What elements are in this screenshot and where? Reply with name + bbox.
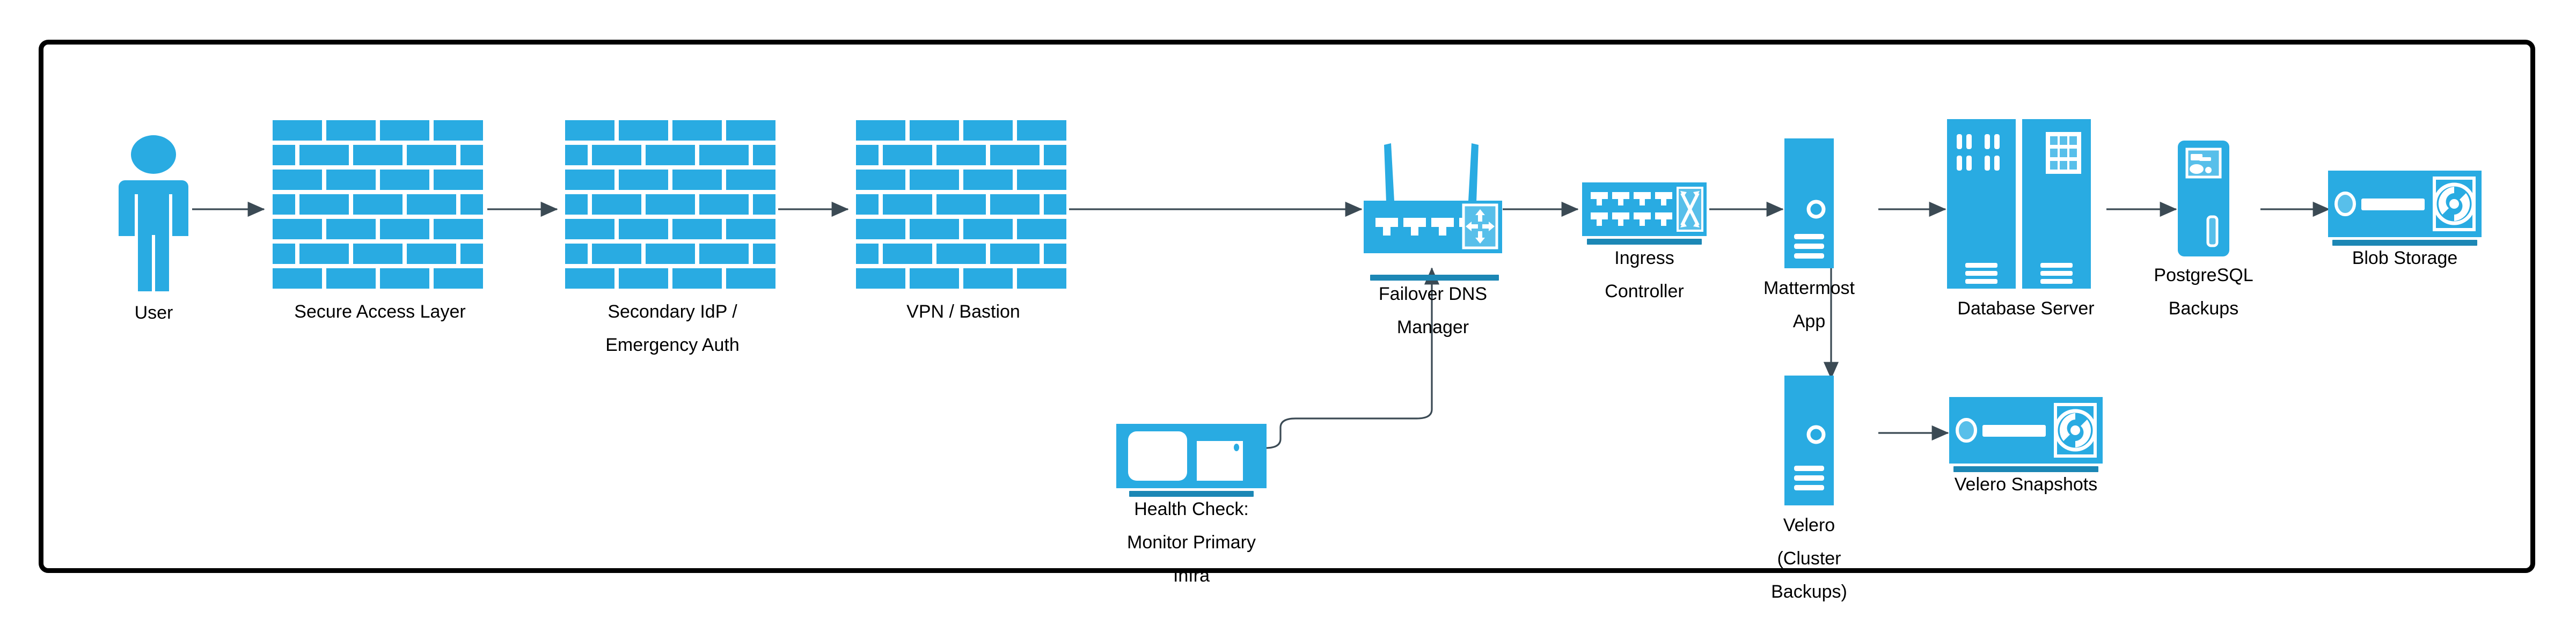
node-underline-health-check: [1129, 491, 1254, 497]
node-label-velero-line2: (Cluster: [1777, 548, 1841, 569]
firewall-brick-icon: [565, 120, 780, 292]
node-database-server[interactable]: Database Server: [1947, 119, 2105, 319]
node-label-secondary-idp-line1: Secondary IdP /: [608, 302, 737, 322]
node-label-health-check-line2: Monitor Primary: [1127, 532, 1256, 553]
node-label-velero-line3: Backups): [1771, 582, 1847, 602]
actor-person-icon: [115, 135, 192, 293]
node-underline-failover-dns: [1370, 275, 1499, 281]
network-switch-icon: [1582, 182, 1707, 236]
server-rack-pair-icon: [1947, 119, 2105, 289]
node-label-blob-storage: Blob Storage: [2352, 248, 2458, 268]
firewall-brick-icon: [273, 120, 487, 292]
node-label-velero-snapshots: Velero Snapshots: [1954, 474, 2098, 495]
node-vpn-bastion[interactable]: VPN / Bastion: [856, 120, 1071, 322]
storage-array-icon: [2328, 171, 2482, 237]
node-label-ingress-line1: Ingress: [1614, 248, 1674, 268]
node-ingress-controller[interactable]: Ingress Controller: [1582, 182, 1707, 302]
node-blob-storage[interactable]: Blob Storage: [2328, 171, 2482, 268]
node-underline-ingress: [1587, 239, 1702, 245]
node-label-velero-line1: Velero: [1783, 515, 1835, 535]
node-mattermost-app[interactable]: Mattermost App: [1763, 138, 1855, 332]
node-label-secure-access-layer: Secure Access Layer: [294, 302, 466, 322]
node-label-ingress-line2: Controller: [1605, 281, 1684, 302]
desktop-pc-icon: [2178, 141, 2229, 256]
node-label-database-server: Database Server: [1957, 298, 2095, 319]
node-label-user: User: [134, 303, 173, 323]
node-label-health-check-line1: Health Check:: [1134, 499, 1249, 519]
wireless-router-icon: [1360, 141, 1505, 272]
node-secure-access-layer[interactable]: Secure Access Layer: [273, 120, 487, 322]
storage-array-icon: [1949, 397, 2103, 464]
node-underline-velero-snapshots: [1953, 466, 2098, 472]
node-label-postgresql-line1: PostgreSQL: [2154, 265, 2253, 285]
node-postgresql-backups[interactable]: PostgreSQL Backups: [2154, 141, 2253, 319]
node-label-failover-dns-line1: Failover DNS: [1378, 284, 1488, 304]
node-failover-dns-manager[interactable]: Failover DNS Manager: [1360, 141, 1505, 337]
node-velero[interactable]: Velero (Cluster Backups): [1771, 376, 1847, 602]
node-label-health-check-line3: Infra: [1173, 565, 1210, 586]
node-label-mattermost-line1: Mattermost: [1763, 278, 1855, 298]
node-underline-blob-storage: [2332, 240, 2477, 246]
node-label-vpn-bastion: VPN / Bastion: [906, 302, 1020, 322]
node-label-mattermost-line2: App: [1792, 311, 1826, 332]
node-secondary-idp[interactable]: Secondary IdP / Emergency Auth: [565, 120, 780, 355]
server-tower-icon: [1784, 138, 1834, 268]
node-label-postgresql-line2: Backups: [2168, 298, 2239, 319]
mobile-devices-icon: [1116, 424, 1267, 488]
firewall-brick-icon: [856, 120, 1071, 292]
node-label-secondary-idp-line2: Emergency Auth: [605, 335, 740, 355]
node-user[interactable]: User: [115, 135, 192, 323]
node-velero-snapshots[interactable]: Velero Snapshots: [1949, 397, 2103, 495]
node-label-failover-dns-line2: Manager: [1396, 317, 1469, 337]
server-tower-icon: [1784, 376, 1834, 505]
node-health-check[interactable]: Health Check: Monitor Primary Infra: [1116, 424, 1267, 586]
